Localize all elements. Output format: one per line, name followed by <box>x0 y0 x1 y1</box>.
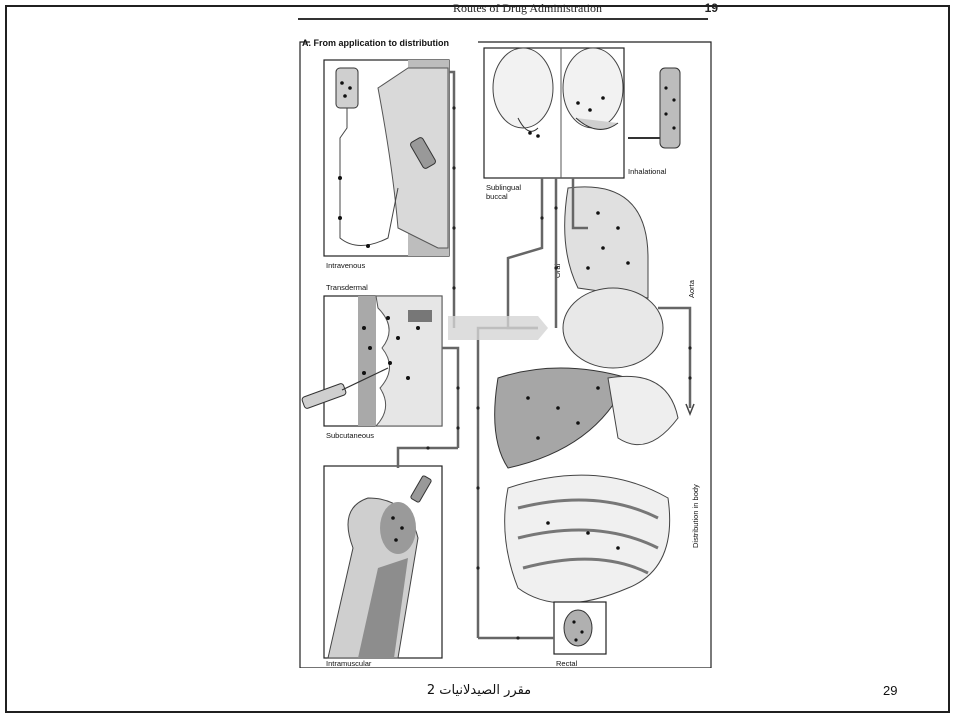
book-header: Routes of Drug Administration 19 <box>298 0 708 20</box>
figure-svg: A. From application to distribution Intr… <box>298 28 713 668</box>
book-header-title: Routes of Drug Administration <box>453 1 602 16</box>
section-title: A. From application to distribution <box>302 38 449 48</box>
transdermal-panel: Transdermal Subcutaneous <box>301 283 442 440</box>
label-subcutaneous: Subcutaneous <box>326 431 374 440</box>
intramuscular-panel: Intramuscular <box>324 466 442 668</box>
label-intravenous: Intravenous <box>326 261 365 270</box>
book-page-number: 19 <box>705 1 718 15</box>
label-distribution: Distribution in body <box>691 484 700 548</box>
label-inhalational: Inhalational <box>628 167 667 176</box>
label-transdermal: Transdermal <box>326 283 368 292</box>
label-rectal: Rectal <box>556 659 578 668</box>
label-intramuscular: Intramuscular <box>326 659 372 668</box>
rectal-panel: Rectal <box>554 602 606 668</box>
label-aorta: Aorta <box>687 279 696 298</box>
footer-course-text: مقرر الصيدلانيات 2 <box>0 683 958 698</box>
drug-administration-figure: A. From application to distribution Intr… <box>298 28 713 668</box>
lungs-heart: Oral Aorta <box>553 187 696 368</box>
head-panel: Sublingual buccal Inhalational <box>484 48 680 201</box>
intravenous-panel: Intravenous <box>324 60 449 270</box>
liver-gi: Distribution in body <box>495 368 700 603</box>
label-buccal: buccal <box>486 192 508 201</box>
label-sublingual: Sublingual <box>486 183 521 192</box>
label-oral: Oral <box>553 263 562 278</box>
slide-number: 29 <box>883 683 897 698</box>
convergence-arrow <box>448 316 548 340</box>
footer-course-label: مقرر الصيدلانيات 2 <box>427 683 531 698</box>
